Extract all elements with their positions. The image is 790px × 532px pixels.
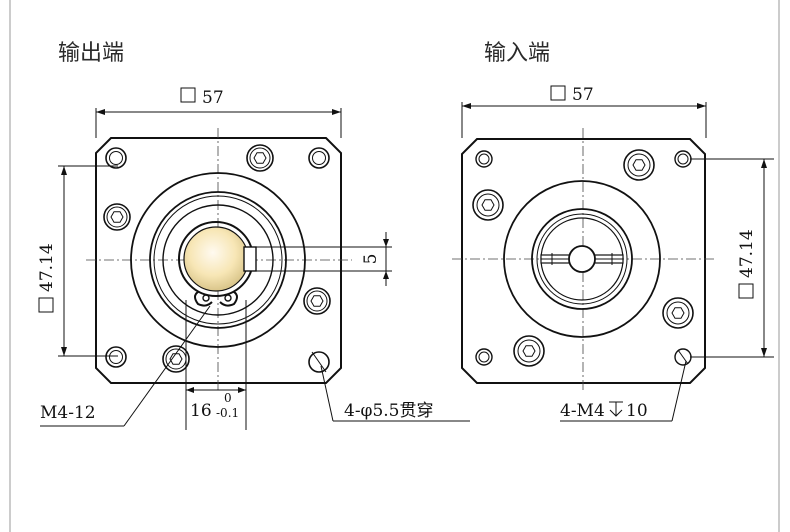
- corner-hole-icon: [308, 351, 330, 373]
- socket-screw-icon: [623, 149, 655, 181]
- corner-hole-icon: [674, 348, 692, 366]
- input-width-dimension: 57: [461, 85, 707, 138]
- input-width-value: 57: [572, 85, 594, 105]
- input-thread-note: 4-M4: [560, 401, 605, 421]
- input-clamp-slot: [540, 245, 624, 273]
- output-thread-callout: M4-12: [40, 305, 211, 427]
- output-height-dimension: 47.14: [37, 165, 118, 357]
- output-width-value: 57: [202, 88, 224, 108]
- output-width-dimension: 57: [95, 87, 342, 138]
- socket-screw-icon: [662, 297, 694, 329]
- output-hole-callout: 4-φ5.5贯穿: [320, 365, 470, 422]
- depth-symbol-icon: [609, 401, 623, 417]
- input-depth-value: 10: [626, 401, 648, 421]
- keyway-icon: [243, 246, 257, 272]
- output-hole-note: 4-φ5.5贯穿: [344, 401, 434, 421]
- square-symbol-icon: [38, 297, 54, 313]
- square-symbol-icon: [738, 283, 754, 299]
- corner-hole-icon: [674, 150, 692, 168]
- output-shaft-dimension: 16 0 -0.1: [185, 300, 247, 430]
- square-symbol-icon: [550, 85, 566, 101]
- input-view: 输入端 57 47.14: [452, 41, 774, 422]
- socket-screw-icon: [162, 345, 190, 373]
- socket-screw-icon: [246, 144, 274, 172]
- socket-screw-icon: [513, 335, 545, 367]
- input-height-dimension: 47.14: [690, 158, 774, 358]
- output-heading: 输出端: [58, 41, 124, 66]
- output-thread-note: M4-12: [40, 403, 96, 423]
- corner-hole-icon: [475, 348, 493, 366]
- socket-screw-icon: [472, 189, 504, 221]
- output-key-dimension: 5: [252, 232, 392, 286]
- input-flange-outline: [461, 138, 706, 384]
- output-tolerance-lower: -0.1: [216, 406, 239, 420]
- input-height-value: 47.14: [737, 229, 757, 278]
- output-height-value: 47.14: [37, 243, 57, 292]
- corner-hole-icon: [475, 150, 493, 168]
- socket-screw-icon: [303, 287, 331, 315]
- corner-hole-icon: [105, 346, 127, 368]
- input-thread-callout: 4-M4 10: [560, 360, 687, 422]
- square-symbol-icon: [180, 87, 196, 103]
- output-shaft: [178, 221, 257, 307]
- output-view: 输出端 57 47.14: [37, 41, 470, 430]
- output-tolerance-upper: 0: [224, 391, 232, 405]
- input-heading: 输入端: [484, 41, 550, 66]
- output-key-value: 5: [361, 254, 381, 265]
- corner-hole-icon: [308, 147, 330, 169]
- socket-screw-icon: [103, 203, 131, 231]
- output-shaft-value: 16: [190, 401, 212, 421]
- corner-hole-icon: [105, 147, 127, 169]
- output-flange-outline: [95, 137, 342, 384]
